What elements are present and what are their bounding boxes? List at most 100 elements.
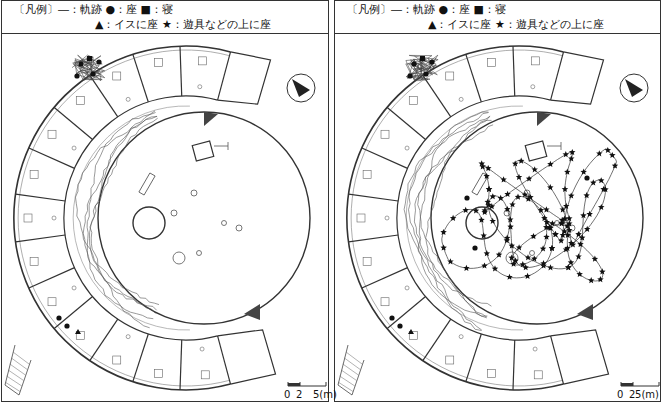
legend-frame: [2, 1, 329, 34]
trajectory: [407, 55, 438, 78]
star-marker: [473, 207, 479, 213]
room-wall: [180, 340, 182, 390]
scale-number: 2: [629, 389, 635, 400]
star-marker: [590, 179, 596, 185]
star-marker: [588, 277, 594, 283]
fixture: [24, 214, 32, 222]
star-marker: [450, 215, 457, 221]
trajectory: [489, 180, 606, 269]
sit-marker: [90, 71, 95, 76]
star-marker: [540, 260, 546, 266]
star-marker: [543, 234, 549, 240]
star-marker: [605, 147, 612, 153]
room-wall: [466, 334, 481, 382]
star-marker: [507, 224, 514, 230]
star-marker: [440, 229, 447, 235]
star-marker: [540, 245, 547, 251]
star-marker: [462, 207, 469, 213]
room-wall: [16, 194, 66, 201]
star-marker: [566, 215, 573, 221]
room-wall: [54, 107, 92, 139]
fixture: [48, 130, 56, 138]
star-marker: [609, 152, 616, 158]
room-wall: [29, 148, 75, 168]
stair-step: [344, 358, 360, 370]
room-wall: [513, 340, 515, 390]
fixture: [381, 298, 389, 306]
fixture: [533, 347, 537, 351]
scale-bar: [288, 382, 326, 386]
star-marker: [570, 241, 577, 247]
fixture: [405, 146, 409, 150]
hall-wall: [98, 112, 310, 324]
star-marker: [561, 228, 567, 234]
star-marker: [612, 163, 618, 169]
star-marker: [564, 169, 570, 175]
star-marker: [565, 264, 572, 270]
sit-marker: [389, 315, 394, 320]
room-wall: [54, 296, 92, 328]
room-wall: [423, 75, 451, 116]
fixture: [446, 72, 454, 80]
corridor-line: [73, 106, 190, 330]
star-marker: [526, 175, 533, 181]
plan-frame: [335, 34, 661, 402]
fixture: [155, 370, 163, 378]
room-wall: [133, 334, 148, 382]
lie-marker: [420, 56, 425, 61]
star-marker: [547, 264, 553, 270]
trajectory: [515, 149, 616, 246]
room-wall: [349, 194, 399, 201]
star-marker: [600, 186, 607, 192]
room-wall: [90, 75, 118, 116]
sit-marker: [74, 73, 79, 78]
star-marker: [575, 231, 582, 237]
play-equipment: [525, 141, 547, 161]
chair-marker: [75, 329, 81, 334]
star-marker: [520, 261, 526, 267]
star-marker: [509, 201, 515, 207]
play-equipment: [171, 210, 177, 216]
star-marker: [531, 166, 538, 172]
stair-step: [11, 358, 27, 370]
fixture: [126, 335, 130, 339]
trajectory: [481, 152, 572, 224]
star-marker: [575, 253, 582, 259]
star-marker: [504, 206, 510, 212]
sit-marker: [407, 73, 412, 78]
north-arrow: [292, 79, 310, 97]
star-marker: [563, 203, 570, 209]
room-wall: [551, 52, 564, 100]
fixture: [113, 356, 121, 364]
room-wall: [218, 336, 231, 384]
fixture: [531, 85, 535, 89]
hall-wall: [431, 112, 643, 324]
star-marker: [558, 220, 565, 226]
fixture: [488, 370, 496, 378]
star-marker: [510, 261, 517, 267]
trajectory: [404, 113, 489, 331]
stair-step: [13, 352, 29, 364]
fixture: [48, 298, 56, 306]
sit-marker: [464, 195, 469, 200]
trajectory: [74, 56, 103, 80]
fixture: [30, 258, 38, 266]
wedge: [577, 304, 593, 320]
play-equipment: [236, 225, 242, 231]
scale-number: 0: [617, 389, 623, 400]
star-marker: [484, 250, 490, 256]
star-marker: [592, 256, 598, 262]
scale-number: 5(m): [635, 389, 659, 400]
stair-step: [346, 352, 362, 364]
star-marker: [478, 217, 484, 223]
star-marker: [544, 219, 550, 225]
scale-number: 0: [284, 389, 290, 400]
fixture: [385, 216, 389, 220]
trajectory: [418, 112, 488, 316]
chair-marker: [408, 329, 414, 334]
star-marker: [516, 244, 522, 250]
star-marker: [549, 245, 555, 251]
lie-marker: [87, 56, 92, 61]
star-marker: [504, 237, 510, 243]
scale-number: 2: [296, 389, 302, 400]
